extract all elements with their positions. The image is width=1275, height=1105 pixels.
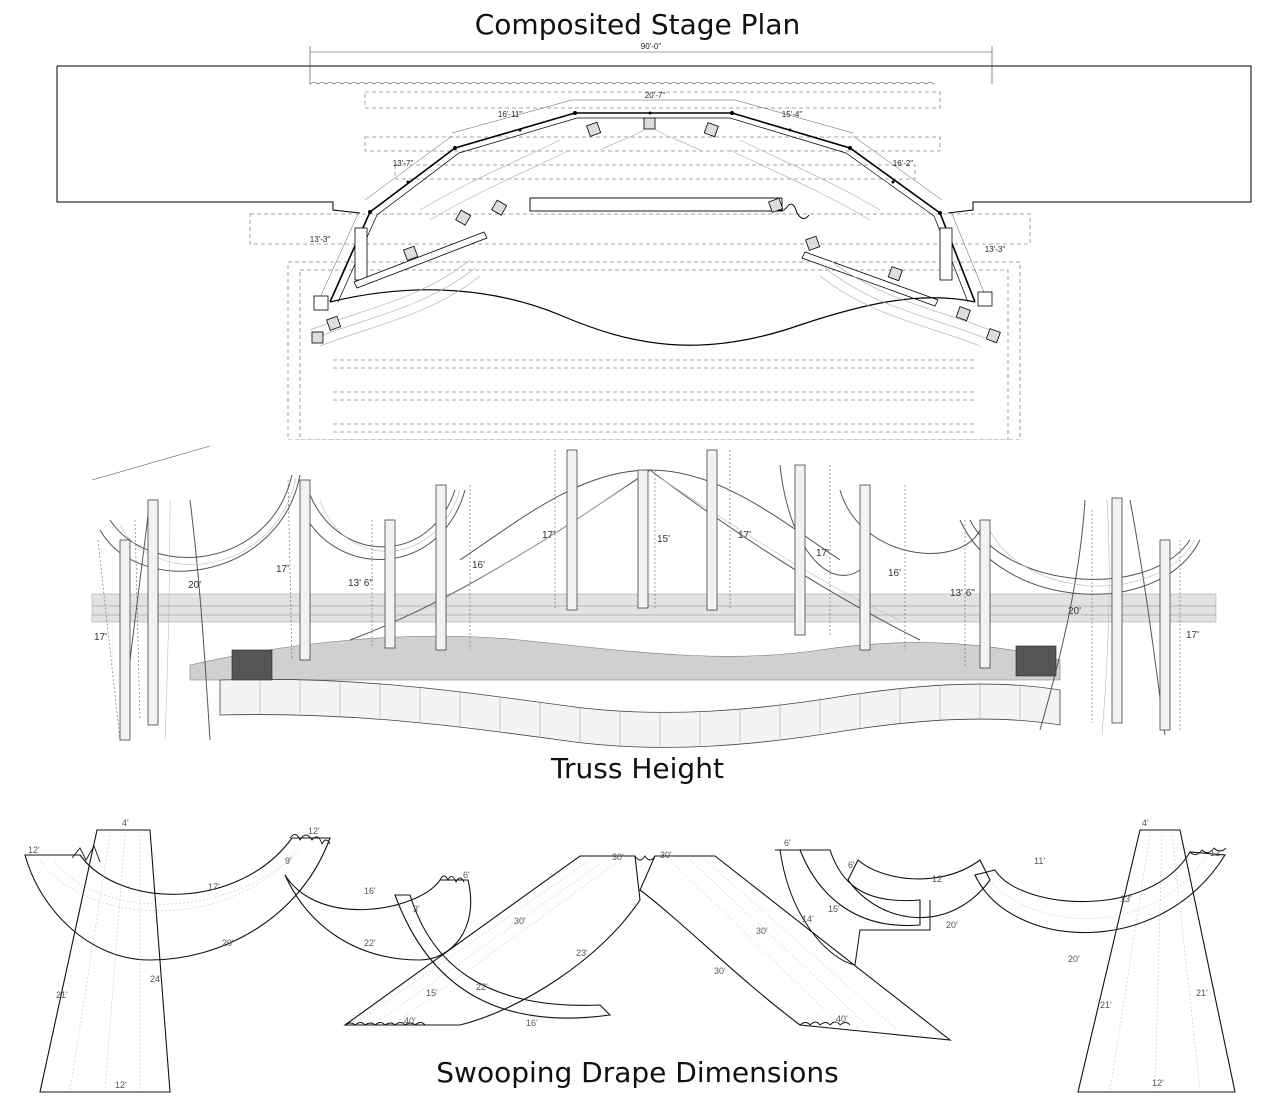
plan-dashed-outlines — [249, 91, 1031, 440]
drape-d3: 30' — [714, 966, 726, 976]
dim-left-mid: 13'-7" — [393, 159, 414, 168]
drape-center-right — [639, 855, 952, 1041]
dim-right-mid: 16'-2" — [893, 159, 914, 168]
truss-h12: 20' — [1068, 606, 1081, 617]
dim-left-low: 13'-3" — [310, 235, 331, 244]
drape-f2: 13' — [1120, 894, 1132, 904]
drape-e3: 15' — [828, 904, 840, 914]
truss-h3: 17' — [276, 564, 289, 575]
stage-plan-drawing: 90'-0" 20'-7" 16'-11" 15'-4" 13'-7" 16'-… — [56, 42, 1252, 440]
drape-right-swoop — [847, 859, 991, 919]
plan-center-bar — [529, 197, 783, 212]
drape-c6: 16' — [526, 1018, 538, 1028]
stage-plan-title: Composited Stage Plan — [474, 8, 801, 41]
drape-c5: 40' — [404, 1016, 416, 1026]
plan-building-outline-left — [56, 66, 361, 214]
drape-g5: 12' — [1152, 1078, 1164, 1088]
truss-h1: 17' — [94, 632, 107, 643]
dim-overall: 90'-0" — [641, 42, 662, 51]
drape-c1: 30' — [514, 916, 526, 926]
drape-c3: 15' — [426, 988, 438, 998]
drape-a4: 20' — [222, 938, 234, 948]
drape-a1: 12' — [28, 845, 40, 855]
drape-panel-far-right — [1077, 829, 1236, 1093]
drape-f3: 20' — [1068, 954, 1080, 964]
drape-right-small — [775, 849, 921, 927]
plan-truss-outline — [329, 112, 976, 303]
dim-left-upper: 16'-11" — [498, 110, 522, 119]
drape-d4: 40' — [836, 1014, 848, 1024]
drape-a5: 21' — [56, 990, 68, 1000]
drape-e2: 6' — [848, 860, 855, 870]
drape-c2: 23' — [576, 948, 588, 958]
drape-swoop-left — [24, 837, 331, 961]
truss-h9: 17' — [816, 548, 829, 559]
drape-b4: 6' — [463, 870, 470, 880]
drape-g3: 21' — [1100, 1000, 1112, 1010]
dim-right-upper: 15'-4" — [782, 110, 803, 119]
drape-a3: 17' — [208, 882, 220, 892]
drape-d2: 30' — [756, 926, 768, 936]
drape-swoop-right — [974, 851, 1226, 934]
dim-center: 20'-7" — [645, 91, 666, 100]
drape-a2: 4' — [122, 818, 129, 828]
drape-a6: 24' — [150, 974, 162, 984]
truss-h11: 13' 6" — [950, 588, 975, 599]
truss-h10: 16' — [888, 568, 901, 579]
dim-right-low: 13'-3" — [985, 245, 1006, 254]
drape-g4: 21' — [1196, 988, 1208, 998]
drape-b3: 16' — [364, 886, 376, 896]
drape-e6: 20' — [946, 920, 958, 930]
truss-h5: 16' — [472, 560, 485, 571]
drape-b5: 3' — [413, 904, 420, 914]
drape-b1: 12' — [308, 826, 320, 836]
truss-h2: 20' — [188, 580, 201, 591]
truss-h7: 15' — [657, 534, 670, 545]
truss-h8: 17' — [738, 530, 751, 541]
plan-fixtures — [311, 117, 1001, 344]
drape-e5: 12' — [932, 874, 944, 884]
plan-stage-front — [329, 289, 976, 346]
drape-center-left-inner — [394, 894, 612, 1019]
truss-height-drawing: 17' 20' 17' 13' 6" 16' 17' 15' 17' 17' 1… — [91, 445, 1217, 748]
drape-b6: 22' — [364, 938, 376, 948]
plan-truss-nodes — [368, 111, 942, 215]
truss-h6: 17' — [542, 530, 555, 541]
drape-g1: 4' — [1142, 818, 1149, 828]
truss-stage-apron — [219, 678, 1061, 748]
truss-h13: 17' — [1186, 630, 1199, 641]
truss-h4: 13' 6" — [348, 578, 373, 589]
truss-height-title: Truss Height — [551, 752, 724, 785]
drape-g2: 12' — [1210, 848, 1222, 858]
drape-panel-far-left — [39, 829, 171, 1093]
drape-swoop-second — [284, 874, 472, 961]
drape-a7: 12' — [115, 1080, 127, 1090]
drape-f1: 11' — [1034, 856, 1045, 866]
plan-building-outline-right — [57, 65, 1252, 214]
plan-side-towers — [313, 227, 993, 311]
drape-c4: 22' — [476, 982, 488, 992]
drape-c7: 30' — [612, 852, 624, 862]
drape-e1: 6' — [784, 838, 791, 848]
truss-columns — [119, 449, 1171, 741]
drape-dimensions-title: Swooping Drape Dimensions — [436, 1056, 839, 1089]
drape-center-left — [343, 855, 641, 1026]
drape-e4: 14' — [802, 914, 814, 924]
drape-b2: 9' — [285, 856, 292, 866]
drape-d1: 30' — [660, 850, 672, 860]
